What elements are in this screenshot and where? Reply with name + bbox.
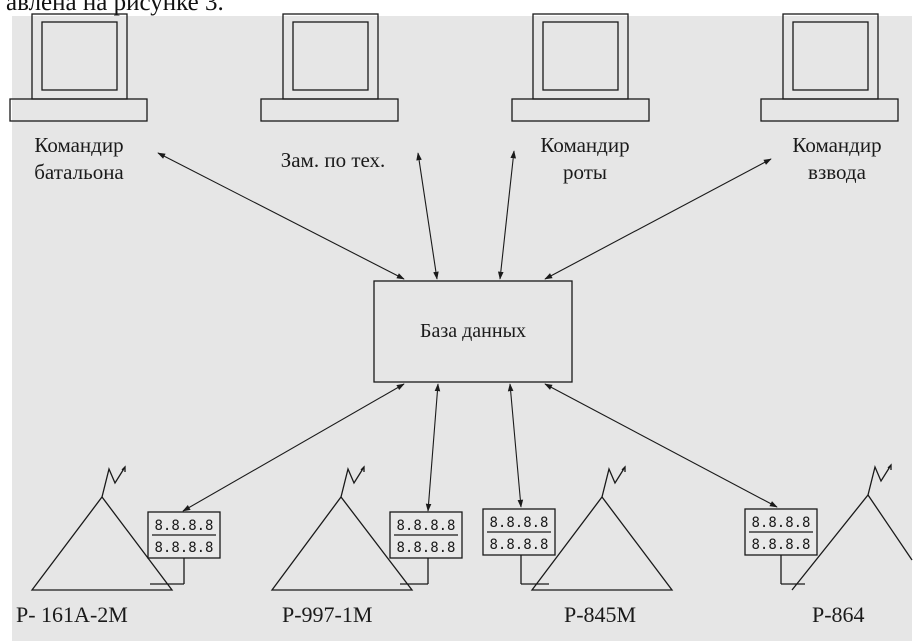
antenna-signal-2	[340, 466, 365, 498]
link-station-2	[425, 383, 441, 512]
display-2-row2: 8.8.8.8	[396, 540, 455, 556]
station-label-3: Р-845М	[564, 602, 637, 627]
antenna-triangle-3	[530, 495, 674, 591]
display-2-row1: 8.8.8.8	[396, 518, 455, 534]
link-platoon	[544, 158, 772, 280]
link-company	[497, 150, 517, 280]
workstation-icon-2	[260, 13, 399, 122]
display-1-row2: 8.8.8.8	[154, 540, 213, 556]
display-4-row1: 8.8.8.8	[751, 515, 810, 531]
caption-text: авлена на рисунке 3.	[6, 0, 224, 16]
radio-station-4	[744, 463, 913, 591]
antenna-signal-4	[867, 464, 892, 496]
workstation-icon-3	[511, 13, 650, 122]
antenna-triangle-1	[30, 495, 174, 591]
antenna-signal-3	[601, 466, 626, 498]
links-top	[157, 150, 772, 280]
workstation-icon-4	[760, 13, 899, 122]
station-label-1: Р- 161А-2М	[16, 602, 128, 627]
database-label: База данных	[419, 320, 527, 342]
station-label-2: Р-997-1М	[282, 602, 373, 627]
display-3-row1: 8.8.8.8	[489, 515, 548, 531]
display-4-row2: 8.8.8.8	[751, 537, 810, 553]
link-station-4	[544, 383, 778, 508]
links-bottom	[182, 383, 778, 512]
link-station-3	[507, 383, 524, 508]
radio-station-2	[270, 465, 463, 591]
role-label-deputy: Зам. по тех.	[280, 148, 386, 172]
display-1-row1: 8.8.8.8	[154, 518, 213, 534]
radio-station-3	[482, 465, 674, 591]
link-deputy	[416, 152, 439, 280]
antenna-triangle-2	[270, 495, 414, 591]
radio-station-1	[30, 465, 221, 591]
station-label-4: Р-864	[812, 602, 865, 627]
database-box	[373, 280, 573, 383]
workstation-icon-1	[9, 13, 148, 122]
antenna-signal-1	[101, 466, 126, 498]
link-battalion	[157, 152, 405, 280]
display-3-row2: 8.8.8.8	[489, 537, 548, 553]
link-station-1	[182, 383, 405, 512]
